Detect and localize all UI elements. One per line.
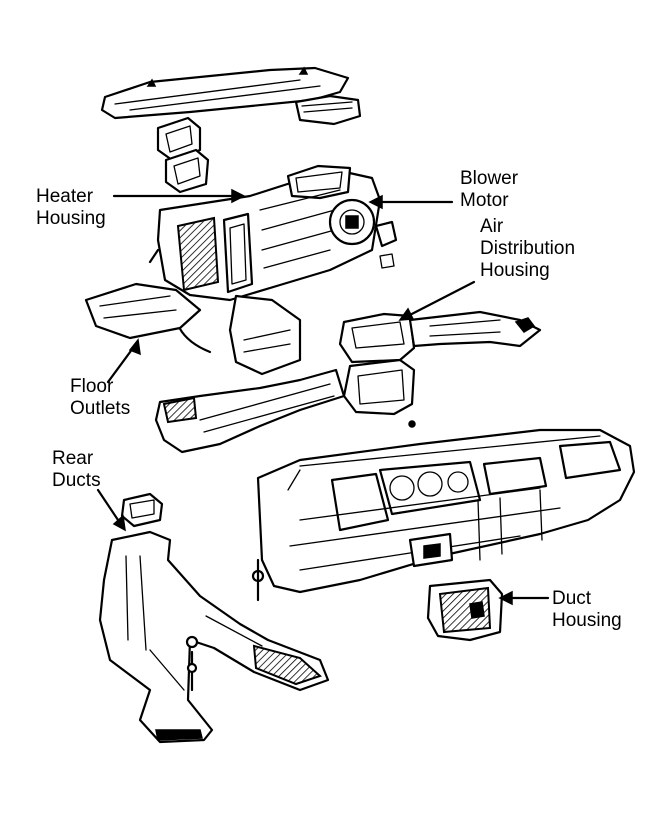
- heater-housing-assembly: [148, 164, 398, 376]
- duct-housing-label: Duct Housing: [552, 588, 622, 631]
- rear-ducts-assembly: [98, 492, 330, 744]
- instrument-panel: [256, 428, 636, 594]
- floor-outlet-duct: [84, 282, 202, 340]
- air-distribution-housing-label: Air Distribution Housing: [480, 216, 576, 281]
- rear-ducts-label: Rear Ducts: [52, 448, 101, 491]
- air-distribution-housing: [338, 310, 542, 428]
- leader-arrows: [96, 188, 550, 606]
- air-distribution-leader: [402, 280, 476, 320]
- top-cover-panel: [100, 66, 362, 126]
- heater-housing-label: Heater Housing: [36, 186, 106, 229]
- floor-outlets-label: Floor Outlets: [70, 376, 131, 419]
- defrost-vent-pieces: [156, 116, 210, 194]
- lower-floor-outlet: [154, 368, 346, 454]
- duct-housing: [426, 578, 504, 642]
- blower-motor-label: Blower Motor: [460, 168, 519, 211]
